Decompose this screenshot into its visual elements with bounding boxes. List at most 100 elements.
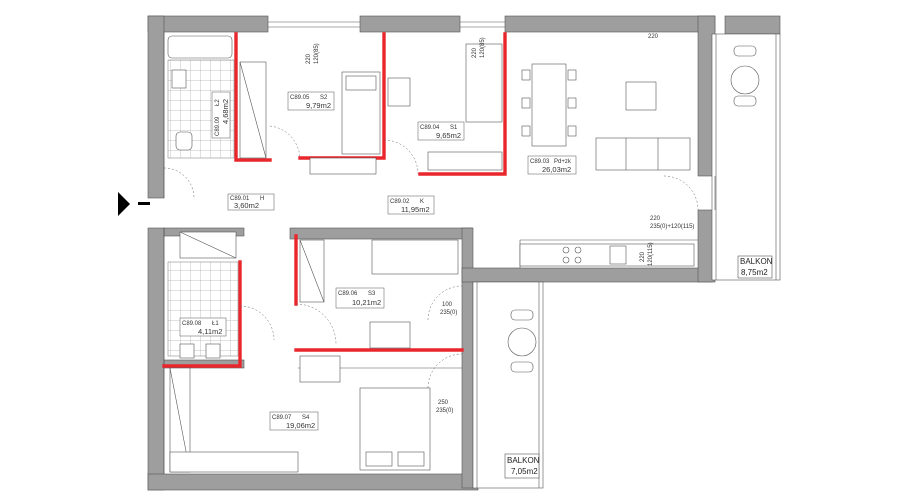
- svg-text:S1: S1: [450, 125, 458, 131]
- wall-top-left: [147, 15, 269, 33]
- sink: [205, 343, 221, 359]
- svg-text:11,95m2: 11,95m2: [401, 205, 430, 214]
- wall-s3-right: [461, 227, 474, 489]
- svg-text:S2: S2: [320, 95, 328, 101]
- svg-text:9,79m2: 9,79m2: [306, 101, 331, 110]
- svg-text:Pd+zk: Pd+zk: [554, 159, 572, 165]
- svg-text:Ł1: Ł1: [212, 321, 219, 327]
- svg-text:250: 250: [438, 400, 449, 406]
- chair: [521, 97, 531, 109]
- balcony-bottom-name: BALKON: [507, 456, 540, 465]
- entrance-arrow-icon: [118, 192, 130, 216]
- svg-text:19,06m2: 19,06m2: [286, 421, 315, 430]
- chair: [521, 125, 531, 137]
- bathtub: [167, 35, 233, 59]
- balcony-chair: [733, 95, 757, 107]
- svg-text:Ł2: Ł2: [215, 99, 221, 106]
- balcony-chair: [510, 309, 534, 321]
- svg-text:220: 220: [306, 53, 312, 64]
- balcony-bottom: BALKON 7,05m2: [472, 281, 544, 489]
- room-label-l2: C89.09 Ł2 4,68m2: [211, 91, 231, 139]
- bed-s1: [465, 43, 503, 123]
- room-label-pd-zk: C89.03 Pd+zk 26,03m2: [527, 155, 577, 175]
- room-label-s2: C89.05 S2 9,79m2: [287, 91, 335, 111]
- dining-table: [531, 63, 567, 147]
- wall-left-lower: [147, 227, 165, 491]
- svg-text:120(85): 120(85): [314, 43, 320, 64]
- room-label-s1: C89.04 S1 9,65m2: [417, 121, 465, 141]
- svg-text:100: 100: [442, 302, 453, 308]
- svg-text:C89.01: C89.01: [230, 196, 250, 202]
- svg-text:235(0): 235(0): [440, 310, 457, 316]
- svg-text:H: H: [260, 196, 264, 202]
- wall-kitchen-bottom: [461, 267, 713, 283]
- chair: [567, 125, 577, 137]
- svg-text:S4: S4: [302, 415, 310, 421]
- svg-text:120(115): 120(115): [648, 242, 654, 266]
- sink: [171, 69, 187, 89]
- svg-text:10,21m2: 10,21m2: [352, 298, 381, 307]
- svg-text:26,03m2: 26,03m2: [542, 165, 571, 174]
- svg-text:235(0)+120(115): 235(0)+120(115): [650, 224, 694, 230]
- toilet: [175, 131, 193, 151]
- hob-ring: [562, 246, 570, 254]
- dimensions: 220 120(85) 220 120(85) 220 220 235(0)+1…: [306, 34, 694, 414]
- svg-text:C89.02: C89.02: [390, 199, 410, 205]
- chair: [567, 97, 577, 109]
- room-label-s3: C89.06 S3 10,21m2: [335, 287, 385, 309]
- door-swings: [163, 125, 699, 389]
- svg-text:C89.03: C89.03: [530, 159, 550, 165]
- svg-text:220: 220: [472, 47, 478, 58]
- bed-s3: [371, 239, 459, 275]
- chair: [567, 69, 577, 81]
- svg-text:220: 220: [648, 34, 659, 40]
- desk-s1: [387, 77, 411, 107]
- hob-ring: [574, 256, 582, 264]
- chair: [521, 69, 531, 81]
- wall-top-mid: [359, 15, 461, 33]
- room-label-h: C89.01 H 3,60m2: [227, 193, 275, 211]
- pillow: [397, 451, 425, 467]
- svg-text:9,65m2: 9,65m2: [436, 131, 461, 140]
- wall-s3-top: [289, 227, 473, 240]
- svg-text:C89.07: C89.07: [272, 415, 292, 421]
- svg-text:120(85): 120(85): [480, 37, 486, 58]
- balcony-right: BALKON 8,75m2: [711, 33, 781, 281]
- room-labels: C89.01 H 3,60m2 C89.02 K 11,95m2 C89.03 …: [179, 91, 577, 431]
- wardrobe-s1: [427, 151, 503, 171]
- svg-text:C89.08: C89.08: [182, 321, 202, 327]
- kitchen-counter: [519, 243, 695, 267]
- balcony-chair: [510, 361, 534, 373]
- svg-text:C89.05: C89.05: [290, 95, 310, 101]
- wall-bottom: [147, 473, 479, 491]
- balcony-table: [730, 65, 760, 95]
- sofa: [595, 137, 691, 171]
- hob-ring: [562, 256, 570, 264]
- svg-text:235(0): 235(0): [436, 408, 453, 414]
- wall-top-right: [504, 15, 716, 33]
- balcony-right-area: 8,75m2: [741, 268, 768, 277]
- wall-balcony-top: [724, 15, 781, 35]
- entrance-mark: [138, 202, 150, 205]
- pillow: [365, 451, 393, 467]
- room-label-k: C89.02 K 11,95m2: [387, 195, 435, 215]
- wardrobe-s4-bottom: [169, 451, 299, 473]
- wall-left-upper: [147, 15, 165, 199]
- balcony-bottom-area: 7,05m2: [511, 467, 538, 476]
- desk-s4: [299, 355, 341, 383]
- room-label-s4: C89.07 S4 19,06m2: [269, 411, 319, 431]
- coffee-table: [625, 81, 657, 111]
- room-label-l1: C89.08 Ł1 4,11m2: [179, 317, 227, 337]
- svg-text:4,11m2: 4,11m2: [198, 327, 222, 336]
- svg-text:3,60m2: 3,60m2: [234, 201, 259, 210]
- balcony-table: [507, 327, 537, 357]
- sink: [179, 343, 195, 359]
- svg-text:C89.06: C89.06: [338, 291, 358, 297]
- svg-text:220: 220: [640, 251, 646, 262]
- furniture: [167, 35, 695, 473]
- desk-s3: [369, 321, 411, 349]
- balcony-right-name: BALKON: [740, 257, 773, 266]
- bathroom-tiles: [167, 261, 239, 357]
- balcony-chair: [733, 45, 757, 57]
